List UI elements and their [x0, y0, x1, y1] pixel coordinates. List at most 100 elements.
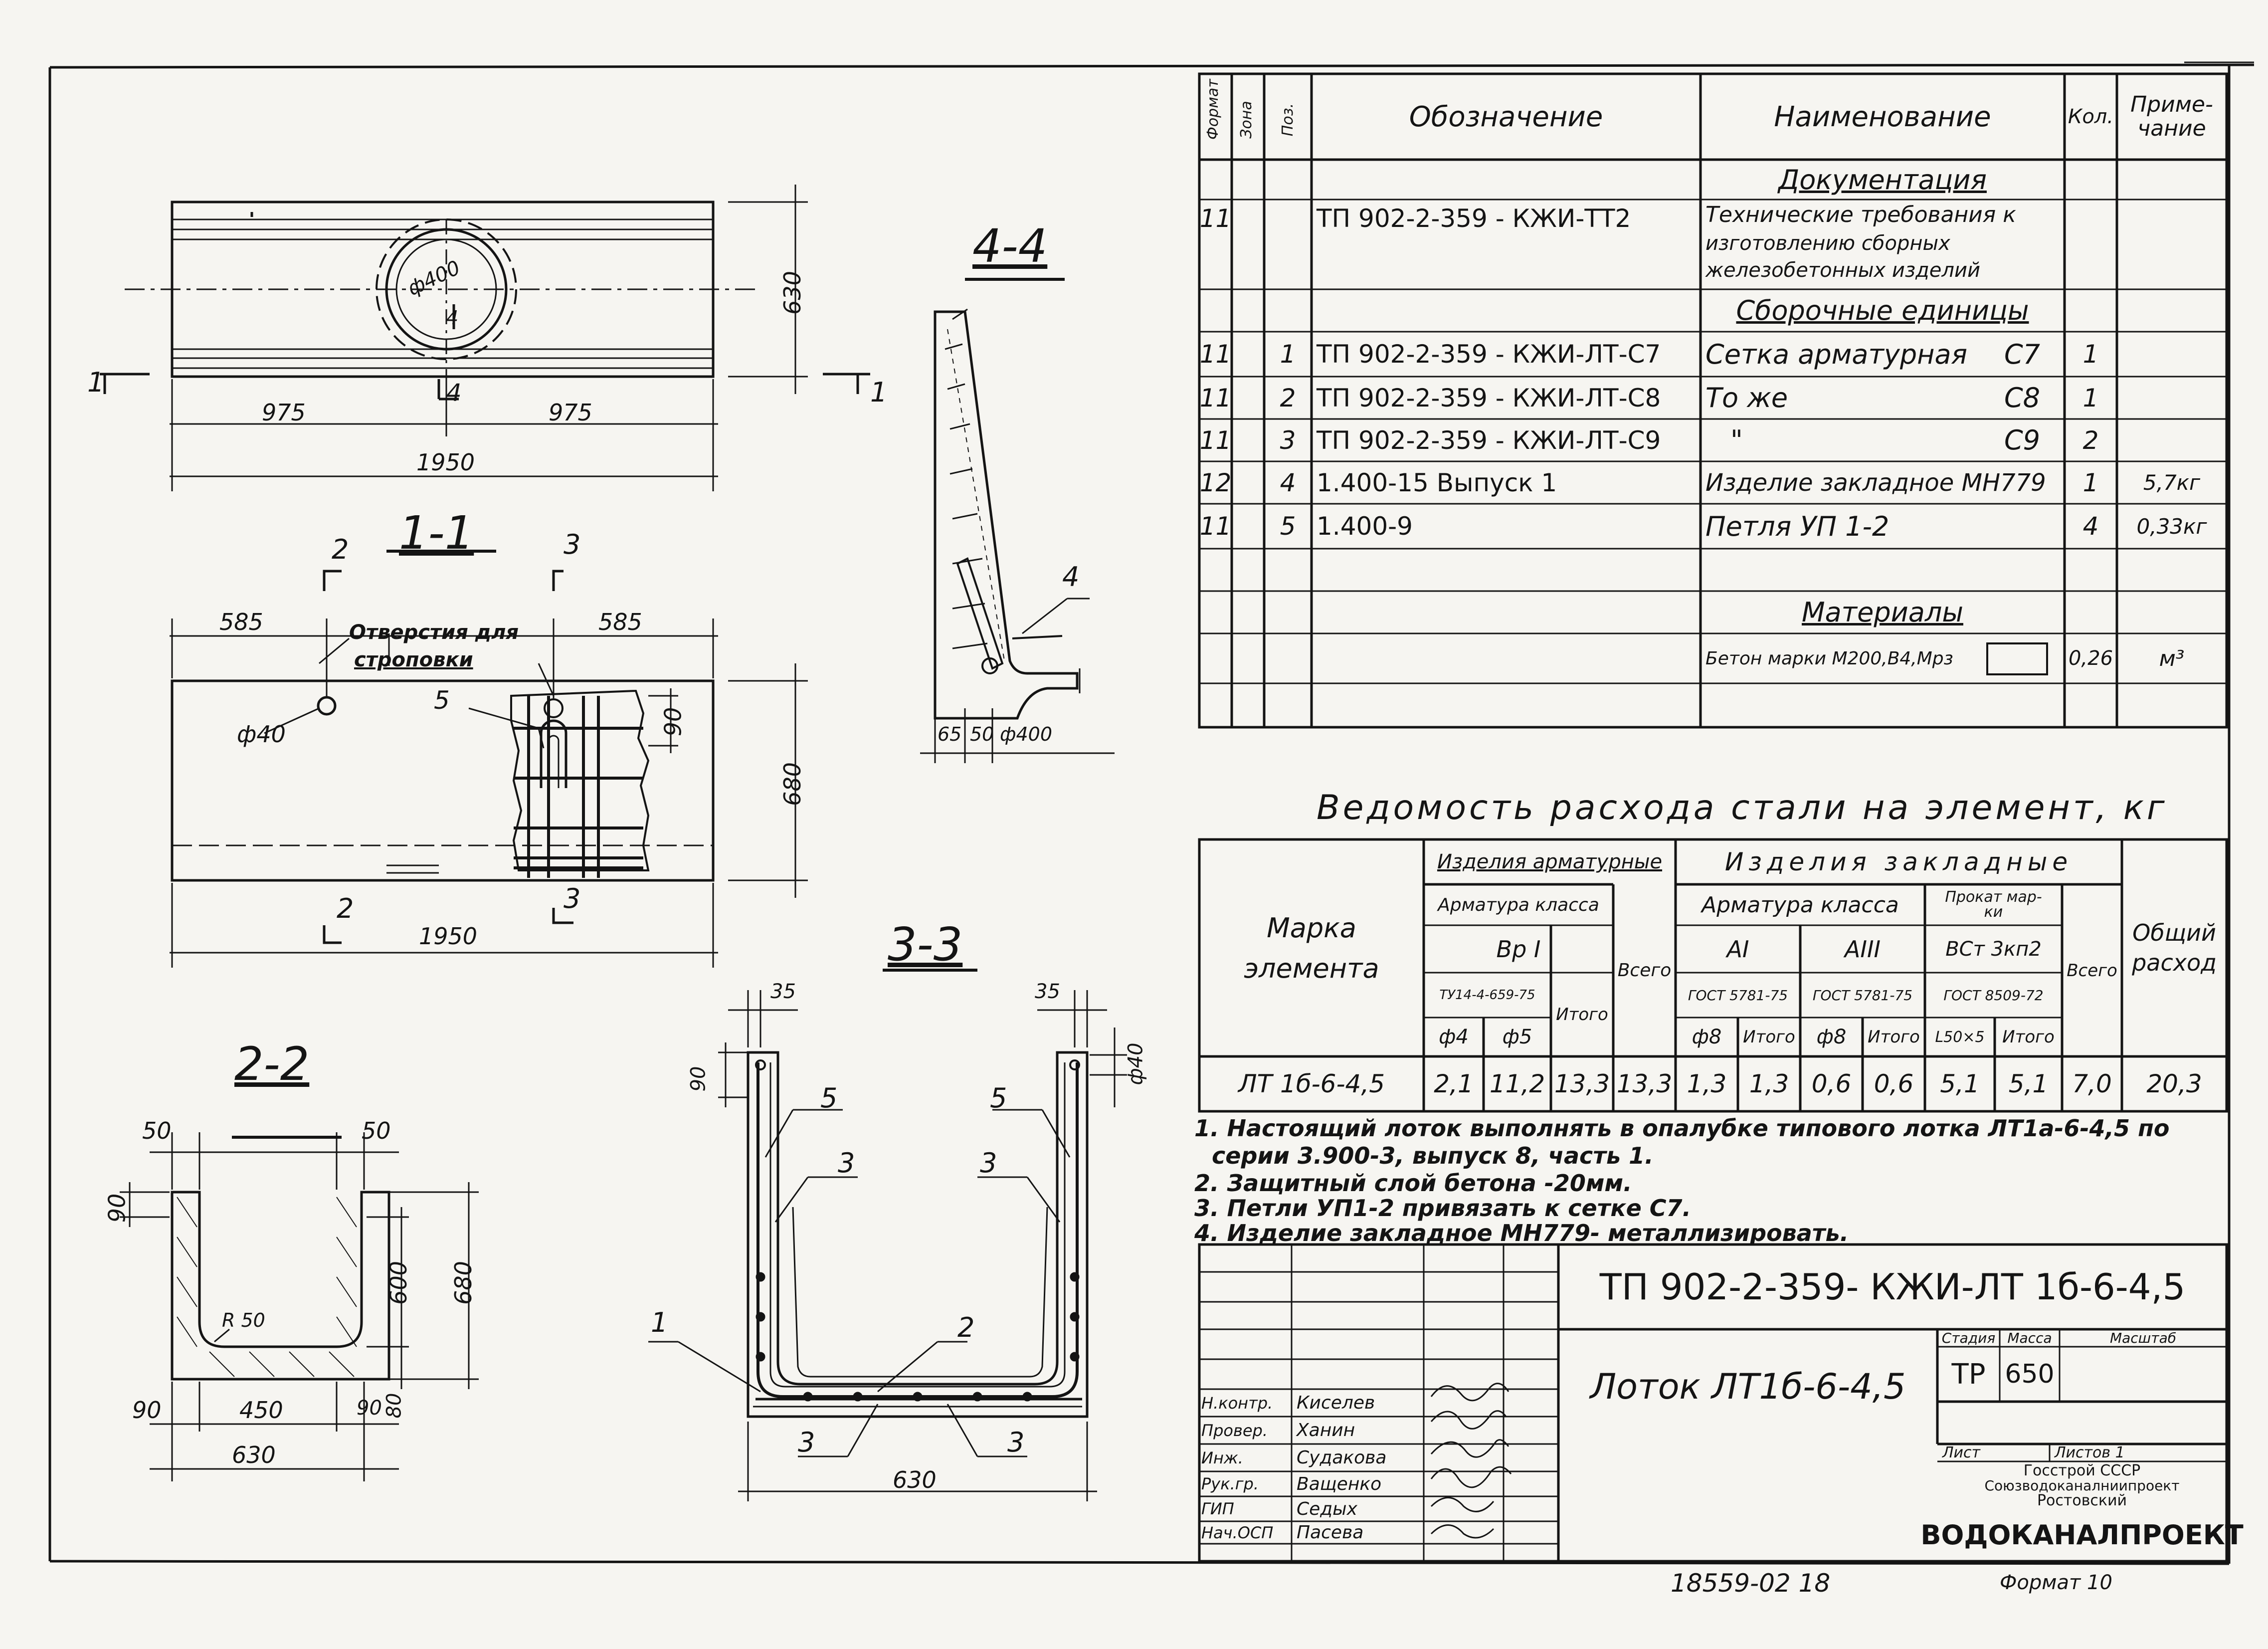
dim-50-right: 50 — [362, 1117, 391, 1144]
spec-row-qty: 1 — [2082, 468, 2099, 497]
spec-doc-name-1: Технические требования к — [1705, 202, 2016, 227]
section-1-1-view — [170, 550, 808, 968]
steel-table-title: Ведомость расхода стали на элемент, кг — [1317, 788, 2168, 827]
section-3-3-pos-5-right: 5 — [990, 1082, 1007, 1114]
spec-doc-name-3: железобетонных изделий — [1705, 259, 1980, 282]
section-2-2-view — [120, 1132, 479, 1481]
dim-d40-section-3: ф40 — [1124, 1042, 1147, 1085]
steel-cell: 2,1 — [1434, 1069, 1474, 1098]
dim-630-plan: 630 — [778, 271, 806, 315]
dim-975-left: 975 — [262, 399, 306, 426]
spec-row-designation: ТП 902-2-359 - КЖИ-ЛТ-С8 — [1317, 383, 1661, 412]
dim-d400-section-4: ф400 — [1000, 723, 1053, 745]
steel-header-arm: Изделия арматурные — [1437, 850, 1663, 873]
spec-row-format: 11 — [1199, 340, 1232, 369]
stamp-role: Инж. — [1201, 1448, 1243, 1467]
spec-row-note: 5,7кг — [2143, 470, 2201, 495]
stamp-person: Судакова — [1297, 1447, 1387, 1468]
stamp-role: Нач.ОСП — [1201, 1523, 1274, 1542]
section-3-3-pos-3-b: 3 — [980, 1147, 997, 1179]
dim-450: 450 — [239, 1397, 283, 1424]
dim-90-section-2: 90 — [103, 1193, 131, 1223]
dim-65: 65 — [938, 723, 962, 745]
steel-header-arm-class: Арматура класса — [1438, 894, 1599, 915]
spec-header-designation: Обозначение — [1409, 100, 1603, 133]
stamp-person: Седых — [1297, 1498, 1357, 1519]
steel-header-total: Общий расход — [2132, 919, 2217, 976]
cut-2-top-mark: 2 — [332, 534, 349, 565]
stamp-title: Лоток ЛТ1б-6-4,5 — [1590, 1366, 1906, 1407]
stamp-stage: ТР — [1951, 1358, 1986, 1391]
stamp-person: Киселев — [1297, 1393, 1375, 1413]
dim-90-bottom-left: 90 — [132, 1397, 162, 1424]
steel-header-l50: L50×5 — [1935, 1028, 1985, 1046]
steel-header-vsego-1: Всего — [1617, 960, 1672, 981]
spec-row-designation: 1.400-9 — [1317, 512, 1413, 541]
stamp-person: Ващенко — [1297, 1473, 1382, 1494]
steel-header-zakl: Изделия закладные — [1724, 847, 2073, 876]
sheet-format-label: Формат 10 — [2000, 1571, 2112, 1594]
plan-view — [100, 185, 870, 491]
dim-35-right: 35 — [1035, 980, 1060, 1003]
steel-header-itogo-2: Итого — [1743, 1027, 1795, 1047]
dim-630-section-3: 630 — [893, 1466, 937, 1493]
steel-header-prokat: Прокат мар- ки — [1945, 888, 2042, 921]
hole-d40-label: ф40 — [237, 721, 286, 748]
section-3-3-pos-5-left: 5 — [820, 1082, 838, 1114]
steel-header-arm-class-2: Арматура класса — [1701, 892, 1899, 918]
section-3-3-pos-3-d: 3 — [1007, 1427, 1025, 1458]
stamp-sheets-label: Листов 1 — [2055, 1444, 2125, 1461]
steel-header-gost-3: ГОСТ 8509-72 — [1943, 987, 2044, 1004]
steel-header-itogo-1: Итого — [1556, 1005, 1608, 1025]
stamp-mass-header: Масса — [2007, 1330, 2052, 1346]
dim-680-section-1: 680 — [778, 762, 806, 806]
spec-material-qty: 0,26 — [2068, 647, 2113, 670]
spec-row-designation: ТП 902-2-359 - КЖИ-ЛТ-С9 — [1317, 425, 1661, 455]
spec-doc-name-2: изготовлению сборных — [1705, 232, 1950, 255]
dim-1950-plan: 1950 — [416, 449, 475, 476]
dim-90-bottom-right: 90 — [357, 1397, 382, 1420]
spec-row-pos: 5 — [1280, 512, 1296, 541]
spec-row-name: Изделие закладное МН779 — [1705, 468, 2046, 497]
section-4-4-view — [250, 212, 1115, 763]
steel-header-bp: Вр I — [1496, 935, 1541, 963]
cut-4-top-mark: 4 — [446, 379, 462, 407]
stamp-scale-header: Масштаб — [2109, 1330, 2177, 1346]
spec-header-zone: Зона — [1238, 101, 1255, 139]
spec-row-qty: 4 — [2082, 512, 2099, 541]
radius-label: R 50 — [222, 1309, 265, 1331]
cut-3-bottom-mark: 3 — [564, 883, 581, 914]
spec-material-name: Бетон марки М200,В4,Мрз — [1705, 648, 1953, 669]
spec-grid — [1198, 72, 2228, 729]
section-3-3-pos-3-a: 3 — [838, 1147, 855, 1179]
spec-row-name: " — [1730, 424, 1743, 456]
note-line: 2. Защитный слой бетона -20мм. — [1194, 1170, 1632, 1197]
steel-cell: 13,3 — [1554, 1069, 1610, 1098]
spec-doc-designation: ТП 902-2-359 - КЖИ-ТТ2 — [1317, 204, 1631, 233]
stamp-grid — [1198, 1243, 2228, 1563]
spec-section-materials: Материалы — [1802, 597, 1963, 628]
spec-row-qty: 2 — [2082, 425, 2099, 455]
stamp-role: Рук.гр. — [1201, 1474, 1259, 1493]
archive-number: 18559-02 18 — [1671, 1569, 1831, 1598]
stamp-role: Провер. — [1201, 1421, 1268, 1440]
stamp-org-2: Союзводоканалниипроект — [1984, 1477, 2180, 1494]
spec-row-name: Петля УП 1-2 — [1705, 510, 1890, 542]
dim-50-left: 50 — [142, 1117, 172, 1144]
dim-80: 80 — [382, 1393, 406, 1419]
steel-header-mark: Марка элемента — [1244, 912, 1379, 984]
steel-header-aiii: АIII — [1844, 935, 1881, 963]
steel-cell: 1,3 — [1687, 1069, 1727, 1098]
dim-90-section-1: 90 — [659, 707, 687, 737]
note-line: 1. Настоящий лоток выполнять в опалубке … — [1194, 1115, 2170, 1142]
spec-material-note: м³ — [2159, 645, 2185, 671]
spec-row-pos: 3 — [1280, 425, 1296, 455]
stamp-mass: 650 — [2005, 1359, 2055, 1389]
steel-cell: 11,2 — [1489, 1069, 1545, 1098]
spec-row-pos: 4 — [1280, 468, 1296, 497]
section-2-2-title: 2-2 — [234, 1037, 310, 1091]
section-3-3-view — [648, 969, 1127, 1501]
spec-row-name: Сетка арматурная — [1705, 338, 1968, 370]
stamp-role: ГИП — [1201, 1499, 1234, 1518]
steel-header-d8-aiii: ф8 — [1816, 1026, 1847, 1048]
